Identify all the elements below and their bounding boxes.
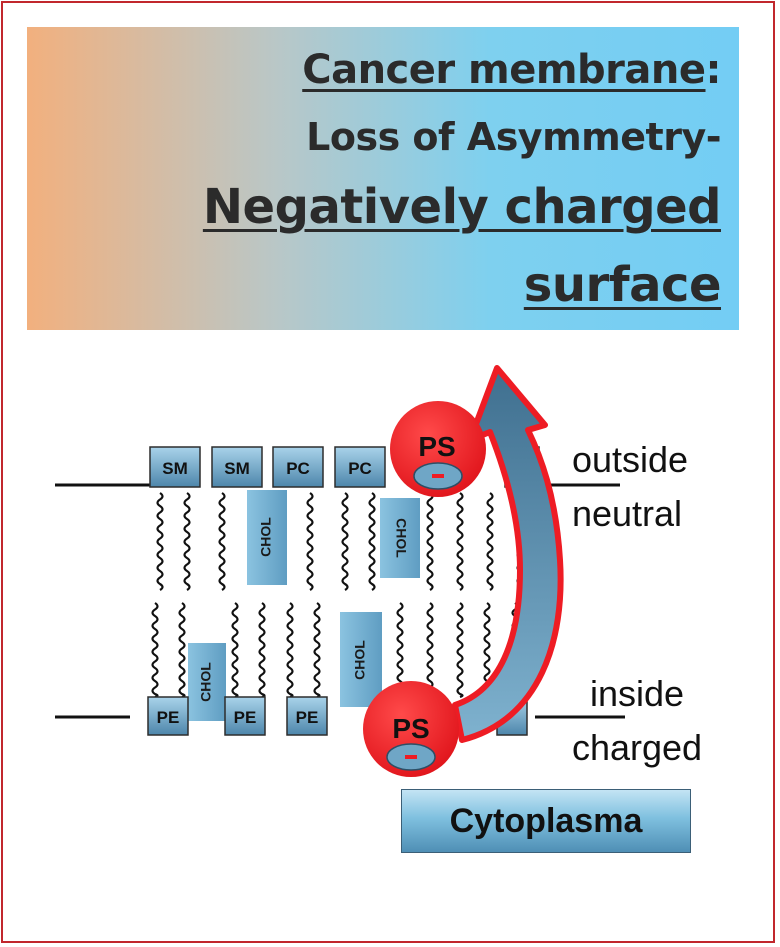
title-line-1: Cancer membrane: <box>302 47 721 93</box>
lipid-tail <box>258 602 266 699</box>
upper-lipid-tails <box>156 492 524 591</box>
label-outside: outside <box>572 439 688 480</box>
inner-head-pe-3: PE <box>286 696 328 736</box>
inner-head-pe-2: PE <box>224 696 266 736</box>
cholesterol-label: CHOL <box>352 640 368 680</box>
title-line-4: surface <box>523 257 722 313</box>
label-charged: charged <box>572 727 702 768</box>
outer-head-sm-2: SM <box>211 446 263 488</box>
lipid-tail <box>486 492 494 591</box>
inner-head-pe-1: PE <box>147 696 189 736</box>
lipid-tail <box>313 602 321 699</box>
head-label: PE <box>157 708 180 727</box>
head-label: PC <box>286 459 310 478</box>
lipid-tail <box>151 602 159 699</box>
head-label: PE <box>296 708 319 727</box>
lipid-tail <box>426 602 434 699</box>
cholesterol-1: CHOL <box>247 490 287 585</box>
title-colon: : <box>705 47 722 93</box>
lipid-tail <box>286 602 294 699</box>
head-label: PC <box>348 459 372 478</box>
flip-arrow <box>452 365 564 743</box>
title-line-2: Loss of Asymmetry- <box>306 115 721 159</box>
minus-sign <box>432 474 444 478</box>
cholesterol-label: CHOL <box>393 518 409 558</box>
cholesterol-4: CHOL <box>340 612 382 707</box>
outer-head-sm-1: SM <box>149 446 201 488</box>
lipid-tail <box>178 602 186 699</box>
ps-outer: PS <box>390 401 486 497</box>
outer-head-pc-2: PC <box>334 446 386 488</box>
minus-sign <box>405 755 417 759</box>
outer-head-pc-1: PC <box>272 446 324 488</box>
label-neutral: neutral <box>572 493 682 534</box>
lipid-tail <box>218 492 226 591</box>
cholesterol-label: CHOL <box>258 517 274 557</box>
lipid-tail <box>368 492 376 591</box>
head-label: PE <box>234 708 257 727</box>
ps-inner: PS <box>363 681 459 777</box>
title-banner: Cancer membrane: Loss of Asymmetry- Nega… <box>27 27 739 330</box>
title-cancer-membrane: Cancer membrane <box>302 47 706 93</box>
lipid-tail <box>183 492 191 591</box>
label-inside: inside <box>590 673 684 714</box>
ps-label: PS <box>392 713 429 744</box>
lipid-tail <box>456 602 464 699</box>
lipid-tail <box>456 492 464 591</box>
lipid-tail <box>231 602 239 699</box>
lipid-tail <box>156 492 164 591</box>
lipid-tail <box>341 492 349 591</box>
cholesterol-3: CHOL <box>188 643 226 721</box>
cytoplasm-label: Cytoplasma <box>401 789 691 853</box>
ps-label: PS <box>418 431 455 462</box>
title-line-3: Negatively charged <box>202 179 722 235</box>
cholesterol-label: CHOL <box>198 662 214 702</box>
head-label: SM <box>162 459 188 478</box>
cholesterol-2: CHOL <box>380 498 420 578</box>
lipid-tail <box>426 492 434 591</box>
head-label: SM <box>224 459 250 478</box>
lipid-tail <box>306 492 314 591</box>
